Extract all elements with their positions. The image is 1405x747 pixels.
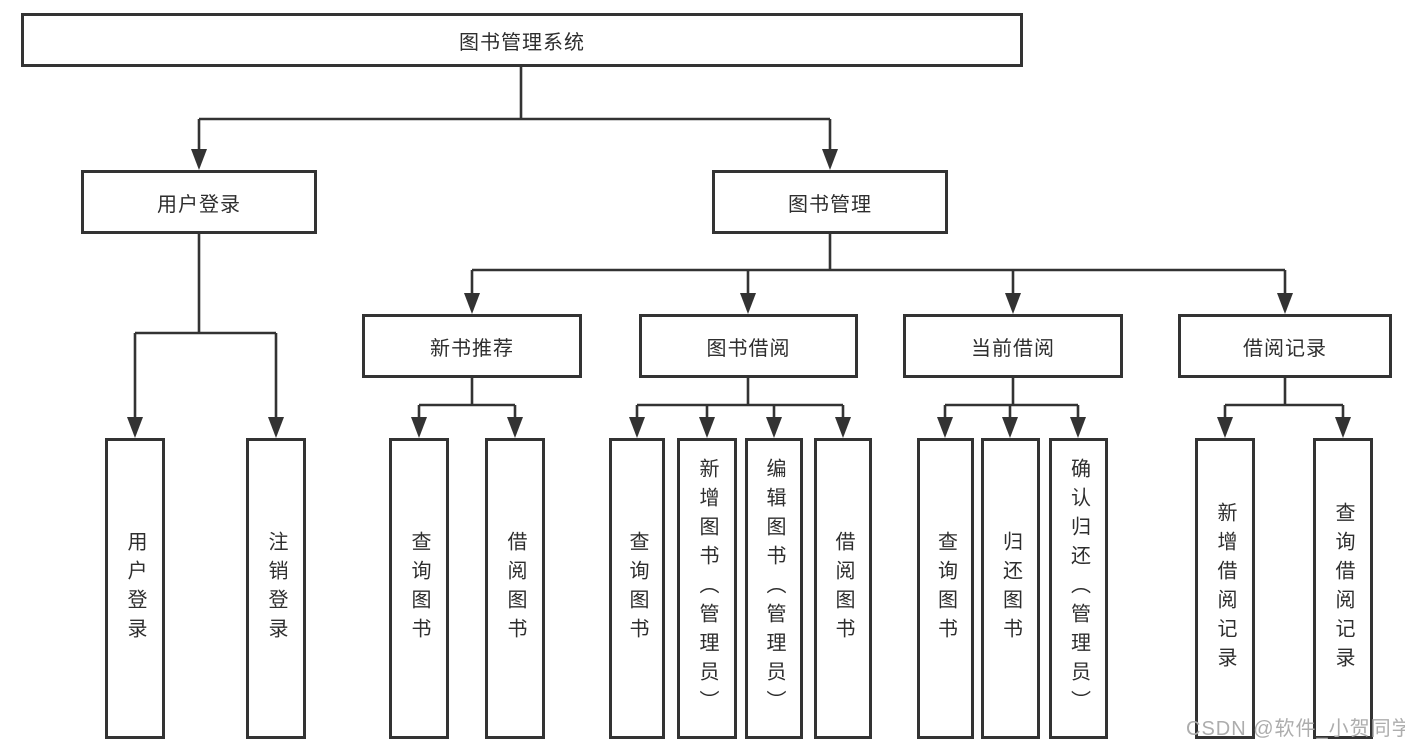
- node-label: 编辑图书（管理员）: [763, 458, 785, 719]
- node-add-books-admin: 新增图书（管理员）: [677, 438, 737, 739]
- arrowheads: [127, 149, 1351, 438]
- node-edit-books-admin: 编辑图书（管理员）: [745, 438, 803, 739]
- node-query-books-recommend: 查询图书: [389, 438, 449, 739]
- node-query-borrow-record: 查询借阅记录: [1313, 438, 1373, 739]
- connector-new-book-children: [417, 378, 517, 420]
- connector-book-management-children: [470, 234, 1287, 296]
- node-logout: 注销登录: [246, 438, 306, 739]
- connector-records-children: [1223, 378, 1345, 420]
- node-label: 查询图书: [934, 530, 957, 647]
- node-new-book-recommendation: 新书推荐: [362, 314, 582, 378]
- node-label: 新增图书（管理员）: [696, 458, 718, 719]
- node-query-books-borrowing: 查询图书: [609, 438, 665, 739]
- node-label: 查询图书: [408, 530, 430, 647]
- node-borrowing-records: 借阅记录: [1178, 314, 1392, 378]
- node-add-borrow-record: 新增借阅记录: [1195, 438, 1255, 739]
- node-label: 注销登录: [265, 530, 287, 647]
- node-confirm-return-admin: 确认归还（管理员）: [1049, 438, 1108, 739]
- node-label: 借阅图书: [832, 530, 854, 647]
- watermark: CSDN @软件_小贺同学: [1186, 718, 1405, 740]
- node-book-management: 图书管理: [712, 170, 948, 234]
- node-borrow-books-recommend: 借阅图书: [485, 438, 545, 739]
- node-book-borrowing: 图书借阅: [639, 314, 858, 378]
- node-label: 新增借阅记录: [1214, 501, 1236, 676]
- node-label: 归还图书: [999, 530, 1022, 647]
- node-current-borrowing: 当前借阅: [903, 314, 1123, 378]
- node-label: 用户登录: [124, 530, 146, 647]
- node-return-books: 归还图书: [981, 438, 1040, 739]
- node-label: 确认归还（管理员）: [1067, 458, 1090, 719]
- node-label: 借阅图书: [504, 530, 526, 647]
- connector-root-to-level2: [197, 67, 832, 152]
- connector-borrowing-children: [635, 378, 845, 420]
- connector-current-children: [943, 378, 1080, 420]
- node-query-books-current: 查询图书: [917, 438, 974, 739]
- node-label: 查询图书: [626, 530, 648, 647]
- connector-user-login-children: [133, 234, 278, 420]
- node-user-login-leaf: 用户登录: [105, 438, 165, 739]
- node-user-login: 用户登录: [81, 170, 317, 234]
- node-borrow-books-borrowing: 借阅图书: [814, 438, 872, 739]
- node-label: 查询借阅记录: [1332, 501, 1354, 676]
- node-root: 图书管理系统: [21, 13, 1023, 67]
